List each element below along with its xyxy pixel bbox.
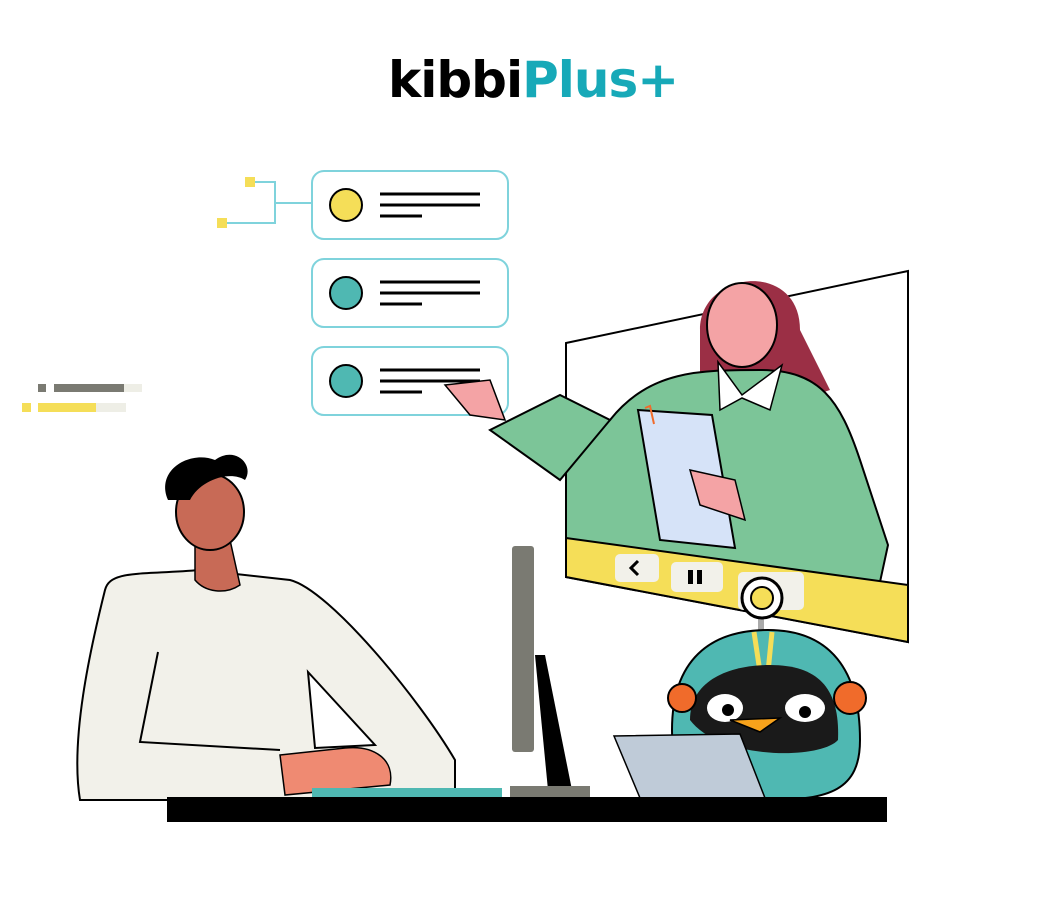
computer-monitor: [510, 546, 590, 798]
video-screen: [443, 269, 909, 644]
list-card: [311, 170, 509, 240]
laptop: [612, 733, 767, 799]
beak: [729, 717, 783, 733]
decor-lines: [22, 384, 142, 412]
teacher-hand: [443, 379, 507, 421]
student-hand: [279, 746, 392, 796]
penguin-mascot: [612, 576, 867, 802]
teacher-face: [706, 282, 778, 368]
headphone: [833, 681, 867, 715]
connector: [222, 181, 312, 224]
logo-plus: Plus+: [522, 51, 679, 109]
kibbiplus-logo: kibbiPlus+: [388, 50, 679, 110]
chevron-left-icon: [628, 559, 640, 577]
keyboard: [312, 788, 502, 798]
desk: [167, 797, 887, 822]
clipboard: [636, 408, 737, 550]
list-card: [311, 258, 509, 328]
pause-icon: [688, 570, 702, 584]
pause-button[interactable]: [671, 562, 723, 592]
student: [76, 454, 502, 801]
logo-kibbi: kibbi: [388, 51, 523, 109]
student-hair: [165, 454, 248, 500]
prev-button[interactable]: [615, 554, 659, 582]
